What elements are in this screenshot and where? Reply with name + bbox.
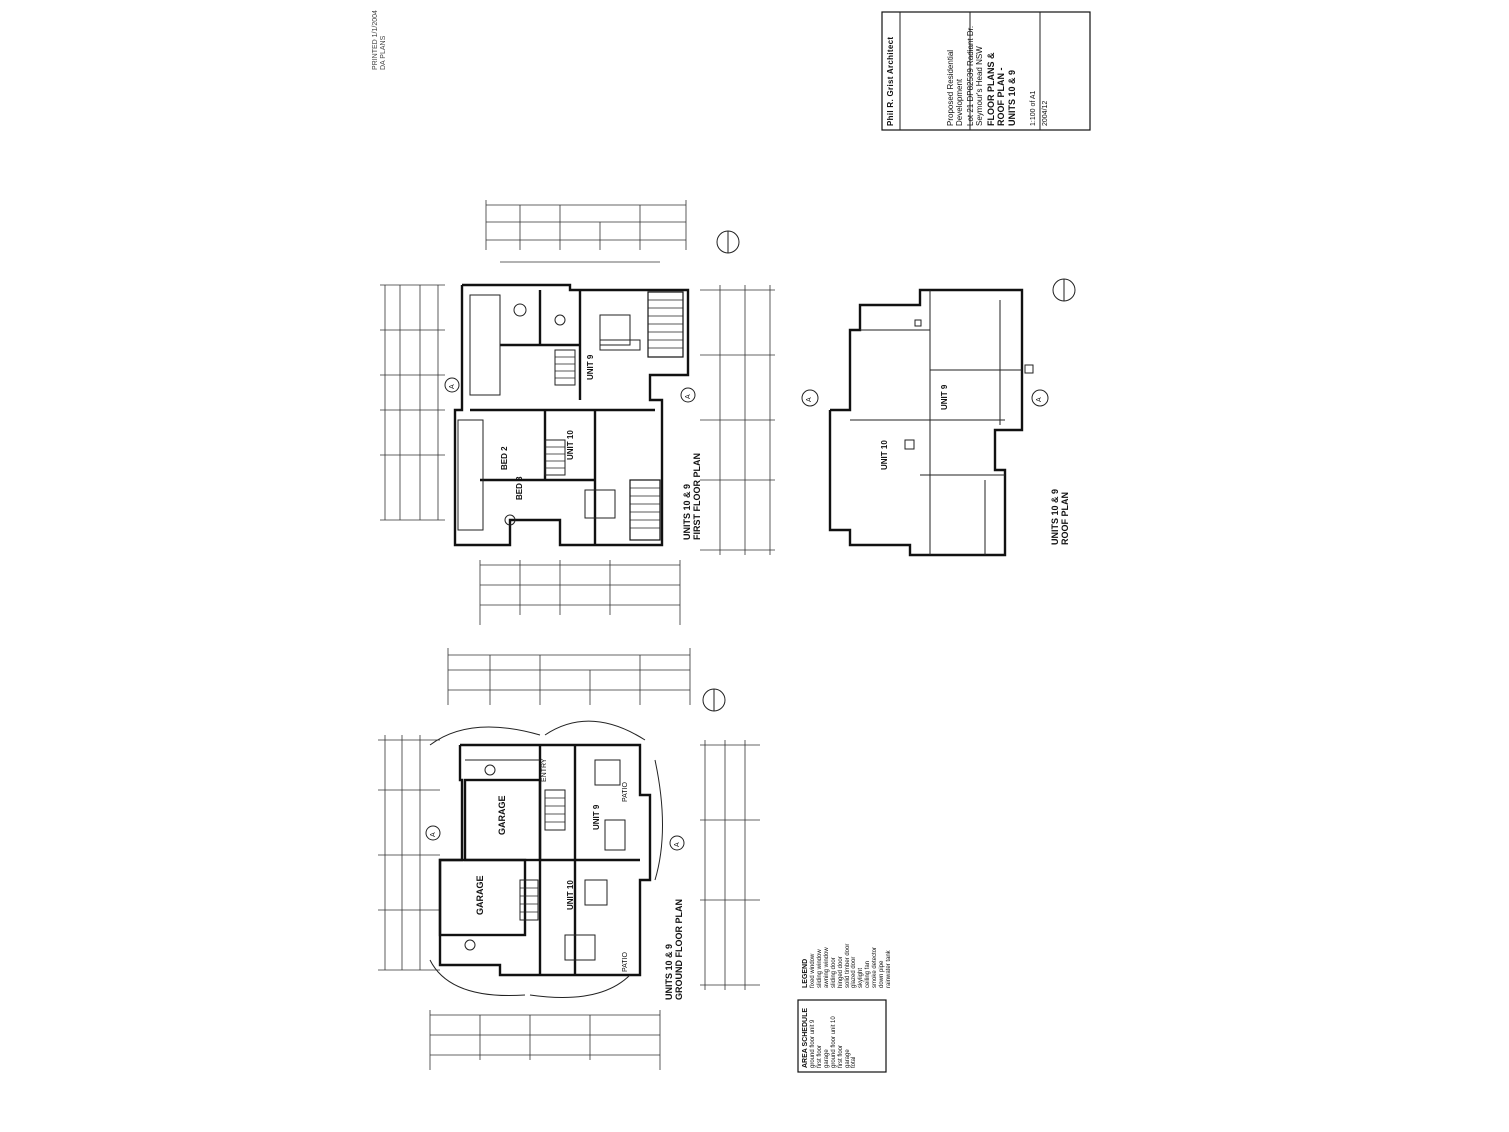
first-floor-deck-hatch xyxy=(629,291,684,541)
first-floor-walls xyxy=(453,283,690,547)
first-floor-fixtures xyxy=(504,303,641,526)
area-schedule: AREA SCHEDULE ground floor unit 9 first … xyxy=(802,1008,858,1068)
first-floor-north-arrow xyxy=(716,230,740,254)
ground-floor-north-arrow xyxy=(702,688,726,712)
area-schedule-row: first floor xyxy=(837,1044,844,1068)
ground-floor-walls xyxy=(438,743,652,977)
area-schedule-row: garage xyxy=(844,1049,851,1068)
first-floor-dimensions-bottom xyxy=(479,560,681,625)
ground-floor-fixtures xyxy=(464,759,626,961)
area-schedule-heading: AREA SCHEDULE xyxy=(802,1007,809,1068)
roof-grid-markers xyxy=(801,389,1049,407)
first-floor-grid-markers xyxy=(444,377,696,403)
ground-floor-dimensions-left xyxy=(378,735,440,971)
ground-floor-grid-markers xyxy=(425,825,685,851)
ground-floor-dimensions-right xyxy=(700,740,760,990)
area-schedule-row: garage xyxy=(823,1049,830,1068)
first-floor-dimensions-right xyxy=(700,285,775,555)
ground-floor-curved-walls xyxy=(429,720,663,998)
roof-outline xyxy=(828,288,1034,557)
first-floor-dimensions-top xyxy=(485,200,687,263)
area-schedule-row: ground floor unit 9 xyxy=(810,1019,817,1068)
area-schedule-row: first floor xyxy=(816,1044,823,1068)
roof-north-arrow xyxy=(1052,278,1076,302)
area-schedule-row: ground floor unit 10 xyxy=(830,1016,837,1068)
ground-floor-dimensions-top xyxy=(447,648,691,705)
area-schedule-row: total xyxy=(851,1056,858,1068)
first-floor-dimensions-left xyxy=(380,284,445,521)
first-floor-stair xyxy=(544,349,576,476)
ground-floor-dimensions-bottom xyxy=(429,1010,661,1070)
